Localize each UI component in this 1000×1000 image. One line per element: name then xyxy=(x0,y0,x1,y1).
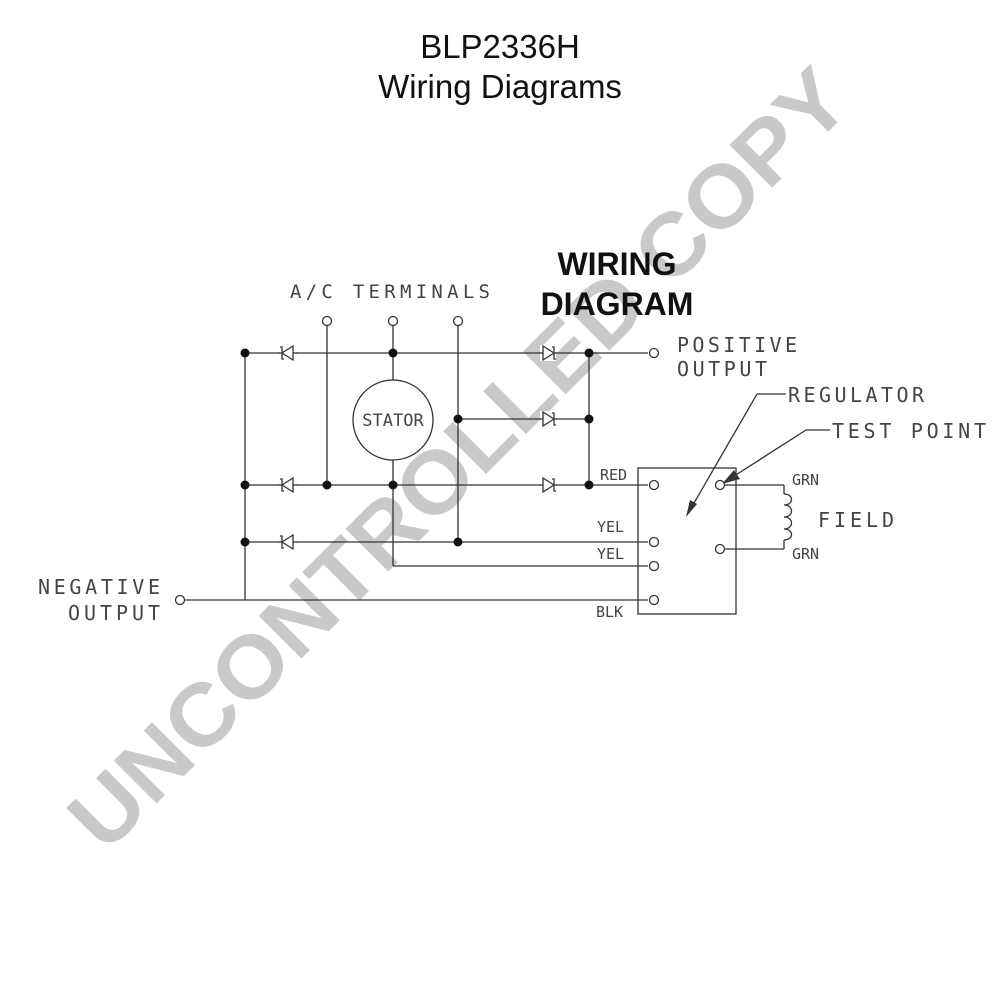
diagram-heading-line2: DIAGRAM xyxy=(541,286,694,322)
junction-dot xyxy=(453,537,463,547)
ac-terminal-1 xyxy=(321,315,333,327)
negative-output-terminal xyxy=(174,594,186,606)
wires xyxy=(185,326,830,615)
positive-output-label-line1: POSITIVE xyxy=(677,333,797,357)
junction-dot xyxy=(322,480,332,490)
test-point-label: TEST POINT xyxy=(832,419,986,443)
terminals xyxy=(174,315,726,606)
regulator-terminal-grn-1 xyxy=(714,479,726,491)
ac-terminal-2 xyxy=(387,315,399,327)
regulator-terminal-blk xyxy=(648,594,660,606)
diode-middle-left xyxy=(279,476,297,494)
positive-output-terminal xyxy=(648,347,660,359)
positive-output-label-line2: OUTPUT xyxy=(677,357,767,381)
negative-output-label-line2: OUTPUT xyxy=(68,601,160,625)
junction-dot xyxy=(584,480,594,490)
junctions xyxy=(240,348,594,547)
diode-lower-left xyxy=(279,533,297,551)
junction-dot xyxy=(240,480,250,490)
test-point-arrowhead xyxy=(722,470,740,484)
negative-output-label-line1: NEGATIVE xyxy=(38,575,160,599)
junction-dot xyxy=(388,480,398,490)
junction-dot xyxy=(584,414,594,424)
page-title: BLP2336H xyxy=(420,28,580,65)
junction-dot xyxy=(453,414,463,424)
diode-middle-right xyxy=(539,410,557,428)
wire-label-yel-1: YEL xyxy=(597,518,624,536)
wire-label-red: RED xyxy=(600,466,627,484)
ac-terminals-label: A/C TERMINALS xyxy=(290,281,490,303)
stator xyxy=(352,379,434,461)
wire-label-yel-2: YEL xyxy=(597,545,624,563)
regulator-arrowhead xyxy=(686,500,697,517)
wire-label-blk: BLK xyxy=(596,603,623,621)
field-label: FIELD xyxy=(818,508,894,532)
stator-label: STATOR xyxy=(362,411,424,431)
regulator-label: REGULATOR xyxy=(788,383,925,407)
diode-top-left xyxy=(279,344,297,362)
junction-dot xyxy=(584,348,594,358)
page-subtitle: Wiring Diagrams xyxy=(378,68,622,105)
regulator-terminal-grn-2 xyxy=(714,543,726,555)
junction-dot xyxy=(240,537,250,547)
regulator-terminal-yel-2 xyxy=(648,560,660,572)
junction-dot xyxy=(240,348,250,358)
regulator-terminal-yel-1 xyxy=(648,536,660,548)
junction-dot xyxy=(388,348,398,358)
diode-top-right xyxy=(539,344,557,362)
diagram-heading-line1: WIRING xyxy=(557,246,676,282)
diode-lower-right xyxy=(539,476,557,494)
regulator-terminal-red xyxy=(648,479,660,491)
wire-label-grn-2: GRN xyxy=(792,545,819,563)
ac-terminal-3 xyxy=(452,315,464,327)
wire-label-grn-1: GRN xyxy=(792,471,819,489)
